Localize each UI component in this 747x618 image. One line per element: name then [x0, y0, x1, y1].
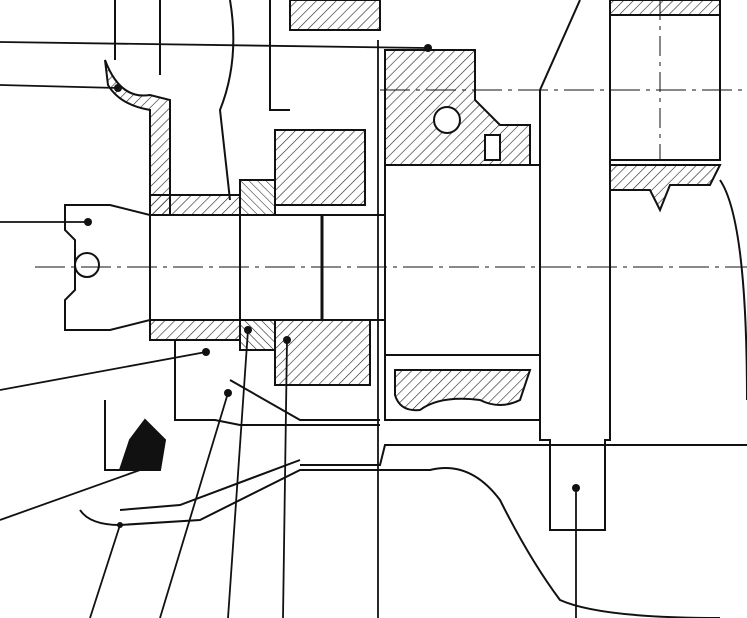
- hub-flange: [64, 204, 151, 331]
- oil-pan: [79, 467, 721, 618]
- leader-lines: [0, 40, 577, 618]
- vertical-member: [539, 0, 611, 531]
- bolt-hole: [74, 252, 100, 278]
- lower-casting: [394, 369, 532, 412]
- housing: [384, 49, 531, 166]
- gear-lower: [274, 319, 371, 386]
- gear-upper: [274, 129, 366, 206]
